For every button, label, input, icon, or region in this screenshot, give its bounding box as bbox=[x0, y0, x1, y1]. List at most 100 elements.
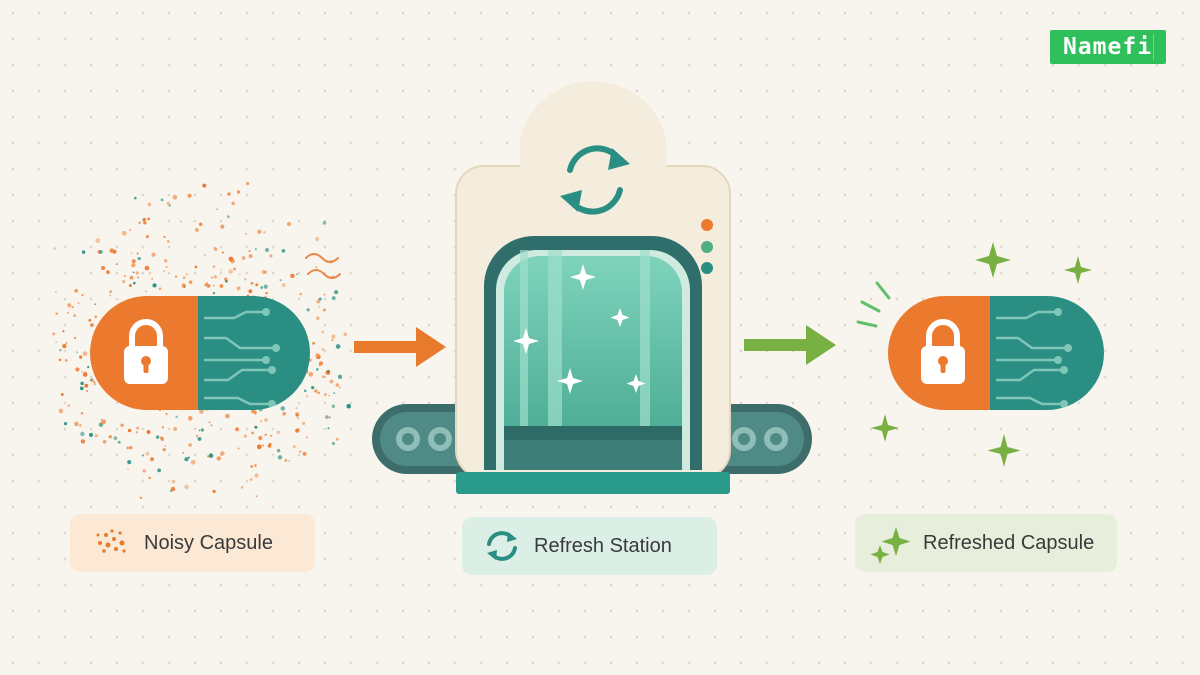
sparkle-icon bbox=[870, 527, 911, 564]
noise-particle bbox=[106, 270, 110, 275]
noise-particle bbox=[263, 284, 268, 289]
noise-particle bbox=[113, 436, 118, 440]
noise-particle bbox=[160, 436, 164, 440]
noise-particle bbox=[241, 256, 246, 261]
noise-particle bbox=[302, 451, 307, 456]
noise-particle bbox=[194, 265, 198, 269]
noise-particle bbox=[331, 441, 336, 446]
noise-particle bbox=[135, 271, 139, 275]
noise-particle bbox=[231, 201, 235, 206]
noise-particle bbox=[212, 292, 215, 295]
noise-particle bbox=[206, 455, 210, 458]
noise-particle bbox=[80, 439, 86, 444]
noise-particle bbox=[131, 259, 136, 264]
noise-particle bbox=[238, 273, 241, 276]
noise-particle bbox=[198, 222, 203, 227]
noise-particle bbox=[158, 287, 162, 291]
circuit-pattern bbox=[204, 310, 274, 406]
noise-particle bbox=[328, 416, 331, 419]
noise-particle bbox=[163, 235, 166, 239]
noise-particle bbox=[194, 227, 200, 233]
noise-particle bbox=[317, 391, 320, 395]
noise-particle bbox=[165, 412, 168, 416]
noise-particle bbox=[257, 229, 262, 234]
noise-particle bbox=[248, 289, 253, 294]
noise-particle bbox=[244, 232, 248, 236]
noise-particle bbox=[160, 198, 164, 202]
noise-particle bbox=[331, 404, 336, 408]
noisy-capsule bbox=[90, 296, 310, 410]
lock-icon bbox=[921, 319, 965, 384]
noise-particle bbox=[264, 418, 268, 422]
noise-particle bbox=[131, 263, 136, 268]
noise-particle bbox=[187, 456, 190, 459]
noise-particle bbox=[206, 283, 211, 288]
refreshed-capsule bbox=[856, 242, 1104, 467]
noise-particle bbox=[67, 404, 71, 407]
noise-particle bbox=[228, 269, 233, 274]
noise-particle bbox=[141, 454, 144, 457]
noise-particle bbox=[263, 270, 267, 274]
noise-particle bbox=[136, 252, 139, 255]
noise-particle bbox=[216, 456, 221, 461]
noise-particle bbox=[335, 344, 341, 349]
noise-particle bbox=[264, 433, 267, 437]
caption-label: Refreshed Capsule bbox=[923, 531, 1095, 554]
noise-particle bbox=[265, 291, 268, 295]
noise-particle bbox=[95, 238, 101, 243]
noise-particle bbox=[220, 268, 223, 271]
noise-particle bbox=[225, 413, 230, 419]
caption-refreshed-capsule: Refreshed Capsule bbox=[855, 514, 1117, 572]
noise-particle bbox=[246, 181, 250, 186]
noise-particle bbox=[315, 236, 320, 242]
noise-particle bbox=[328, 394, 331, 397]
noise-particle bbox=[327, 369, 330, 373]
noise-particle bbox=[220, 451, 225, 456]
noise-particle bbox=[187, 193, 192, 198]
noise-particle bbox=[220, 224, 225, 229]
noise-particle bbox=[138, 221, 141, 224]
noise-particle bbox=[175, 415, 178, 419]
noise-particle bbox=[74, 421, 79, 427]
noise-particle bbox=[155, 435, 160, 439]
noise-particle bbox=[171, 479, 176, 484]
noise-particle bbox=[325, 415, 329, 419]
noise-particle bbox=[76, 351, 78, 354]
noise-particle bbox=[147, 217, 151, 221]
noise-particle bbox=[338, 386, 341, 389]
noise-particle bbox=[296, 273, 298, 276]
noise-particle bbox=[79, 355, 83, 359]
noise-particle bbox=[128, 283, 132, 288]
noise-particle bbox=[315, 352, 320, 357]
noise-particle bbox=[87, 365, 90, 369]
noise-particle bbox=[260, 286, 264, 289]
noise-particle bbox=[81, 294, 84, 297]
noise-particle bbox=[184, 457, 189, 462]
noise-particle bbox=[305, 436, 308, 439]
noise-particle bbox=[172, 194, 178, 200]
noise-particle bbox=[216, 208, 219, 211]
noise-particle bbox=[109, 294, 112, 297]
noise-particle bbox=[90, 323, 94, 328]
noise-particle bbox=[208, 453, 214, 458]
noise-particle bbox=[74, 336, 77, 339]
noise-particle bbox=[212, 489, 216, 494]
noise-particle bbox=[265, 248, 269, 252]
noise-particle bbox=[150, 457, 155, 462]
noise-particle bbox=[67, 311, 70, 314]
noise-particle bbox=[254, 248, 257, 251]
noise-particle bbox=[94, 303, 97, 306]
noise-particle bbox=[55, 312, 58, 315]
shine-rays bbox=[856, 281, 891, 328]
noise-particle bbox=[101, 419, 107, 425]
noise-particle bbox=[120, 423, 124, 428]
noise-particle bbox=[148, 476, 151, 480]
noise-particle bbox=[306, 395, 309, 398]
noise-particle bbox=[108, 435, 112, 439]
caption-label: Noisy Capsule bbox=[144, 531, 273, 554]
noise-particle bbox=[295, 407, 298, 410]
circuit-pattern bbox=[996, 310, 1066, 406]
noise-particle bbox=[80, 381, 84, 386]
noise-particle bbox=[71, 305, 74, 309]
